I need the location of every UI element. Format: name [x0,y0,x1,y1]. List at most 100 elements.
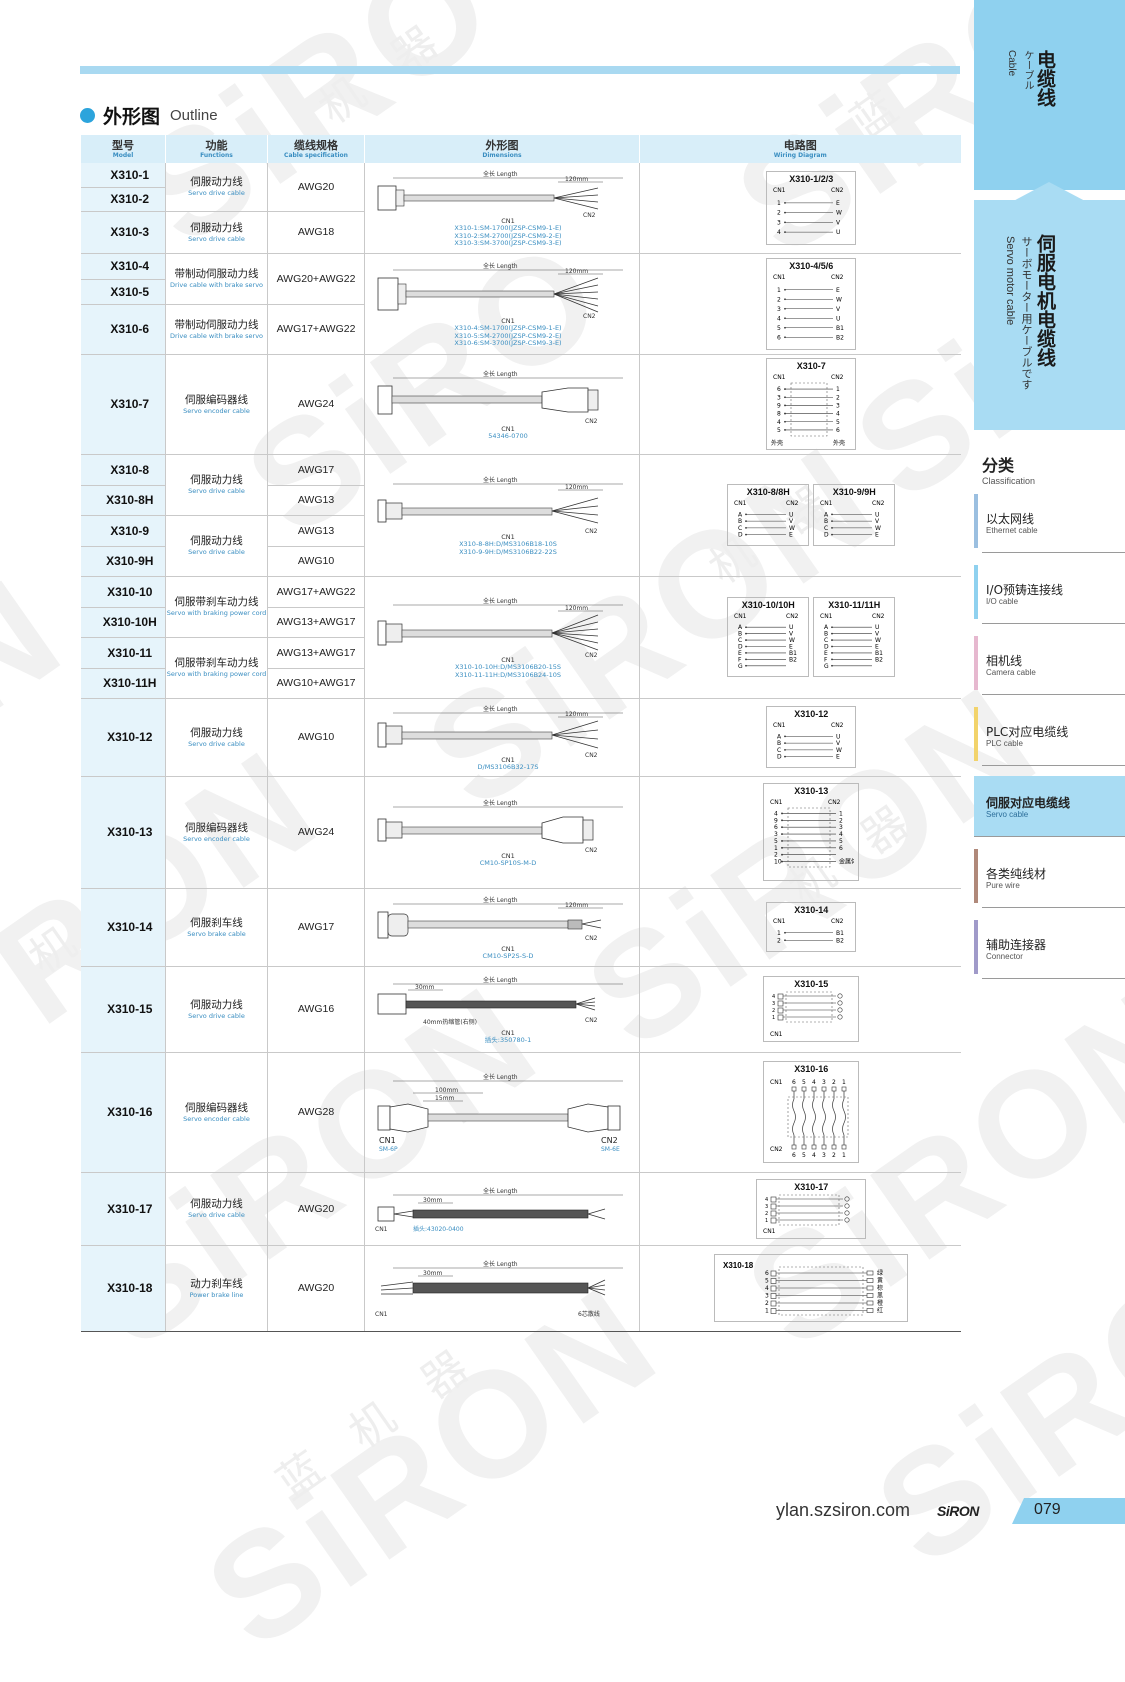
wiring-title: X310-17 [794,1181,829,1192]
pin-dot [831,652,834,654]
pin-label: W [836,209,842,216]
sidebar-main-cn: 伺服电机电缆线 [1034,234,1056,367]
pin-dot [784,335,787,338]
wire-line [822,1091,827,1145]
page-number: 079 [1034,1501,1061,1518]
pin-label: 3 [777,219,781,226]
pin-label: C [738,525,742,532]
model-cell: X310-11H [80,668,166,699]
pin-label: 6 [765,1270,769,1277]
wiring-title: X310-7 [796,361,826,371]
cable-drawing: 全长 Length CN2 CN1 54346-0700 [373,368,643,441]
pin-label: 6 [777,386,781,393]
length-label: 全长 Length [483,476,518,484]
length-label: 全长 Length [483,1073,518,1081]
dimension-drawing: 全长 Length CN2 CN1 54346-0700 [364,354,643,455]
pin-label: D [738,532,743,539]
cn1-label: CN1 [501,851,515,860]
awg-cell: AWG20 [267,1245,365,1332]
pin-box [770,1270,777,1277]
dimension-note: CM10-SP2S-S-D [482,952,534,960]
mm-label: 30mm [415,984,434,991]
pin-label: B1 [836,324,844,331]
wiring-title: X310-13 [794,786,829,796]
cable-drawing: 全长 Length 120mm CN2 [373,260,643,348]
wire-color-label: 黄 [877,1277,883,1285]
sidebar-current-category: 伺服电机电缆线 サーボモーター用ケーブルです Servo motor cable [974,200,1125,430]
wiring-title: X310-11/11H [828,600,881,610]
pin-label: D [738,644,743,651]
pin-label: 2 [832,1079,836,1086]
pin-label: 2 [772,1008,775,1014]
mm-label: 120mm [565,484,588,491]
pin-label: 3 [836,402,840,409]
cn2-label: CN2 [601,1136,618,1145]
pin-label: 4 [812,1152,816,1159]
pin-label: 金属体 [839,858,854,866]
section-title-en: Outline [170,106,218,124]
pin-dot [745,639,748,641]
wiring-title: X310-15 [794,979,829,989]
pin-label: 3 [822,1079,826,1086]
cable-drawing: 全长 Length 100mm 15mm CN1 SM-6P CN2 [373,1071,643,1153]
pin-dot [745,632,748,635]
awg-cell: AWG20 [267,1172,365,1246]
pin-box [770,1203,777,1209]
cable-drawing: 全长 Length 120mm CN2 CN1 D/MS [373,703,643,772]
dimension-note: 插头:350780-1 [484,1036,532,1044]
dimension-drawing: 全长 Length 120mm CN2 [364,253,643,355]
terminal-icon [844,1203,850,1209]
category-label: 相机线 [986,654,1023,668]
pin-box [770,1210,777,1216]
awg-cell: AWG10+AWG17 [267,668,365,699]
wiring-cn2: CN2 [831,187,844,194]
wire-line [842,1091,847,1145]
category-label: I/O预铸连接线 [986,583,1064,597]
cn2-label: CN2 [585,752,598,757]
wire-color-label: 橙 [877,1299,883,1307]
pin-label: E [875,644,879,651]
pin-label: 3 [839,824,843,831]
awg-cell: AWG13 [267,485,365,516]
wire-line [832,1091,837,1145]
model-cell: X310-8 [80,454,166,486]
sidebar-top-jp: ケーブル [1022,50,1033,90]
section-title: 外形图 Outline [80,102,218,128]
pin-box [791,1144,797,1150]
pin-label: 6 [792,1152,796,1159]
section-title-cn: 外形图 [103,105,161,128]
wire-color-label: 红 [877,1307,883,1315]
awg-cell: AWG24 [267,354,365,455]
pin-label: 2 [839,817,843,824]
wiring-cn1: CN1 [773,722,786,729]
classification-cn: 分类 [982,456,1015,475]
footer-url[interactable]: ylan.szsiron.com [776,1500,911,1520]
pin-label: 5 [777,427,781,434]
loose-end-label: 6芯散线 [578,1310,600,1318]
awg-cell: AWG20 [267,163,365,212]
model-cell: X310-9 [80,515,166,547]
pin-label: E [738,650,742,657]
cable-outline-svg: 全长 Length 30mm CN1 插头:43020-0400 [375,1187,623,1233]
awg-cell: AWG17+AWG22 [267,304,365,355]
model-cell: X310-12 [80,698,166,777]
pin-label: 1 [765,1308,769,1315]
pin-label: 6 [792,1079,796,1086]
pin-box [841,1086,847,1092]
cable-drawing: 全长 Length 30mm 40mm热缩管(右侧) CN2 CN1 [373,974,643,1045]
